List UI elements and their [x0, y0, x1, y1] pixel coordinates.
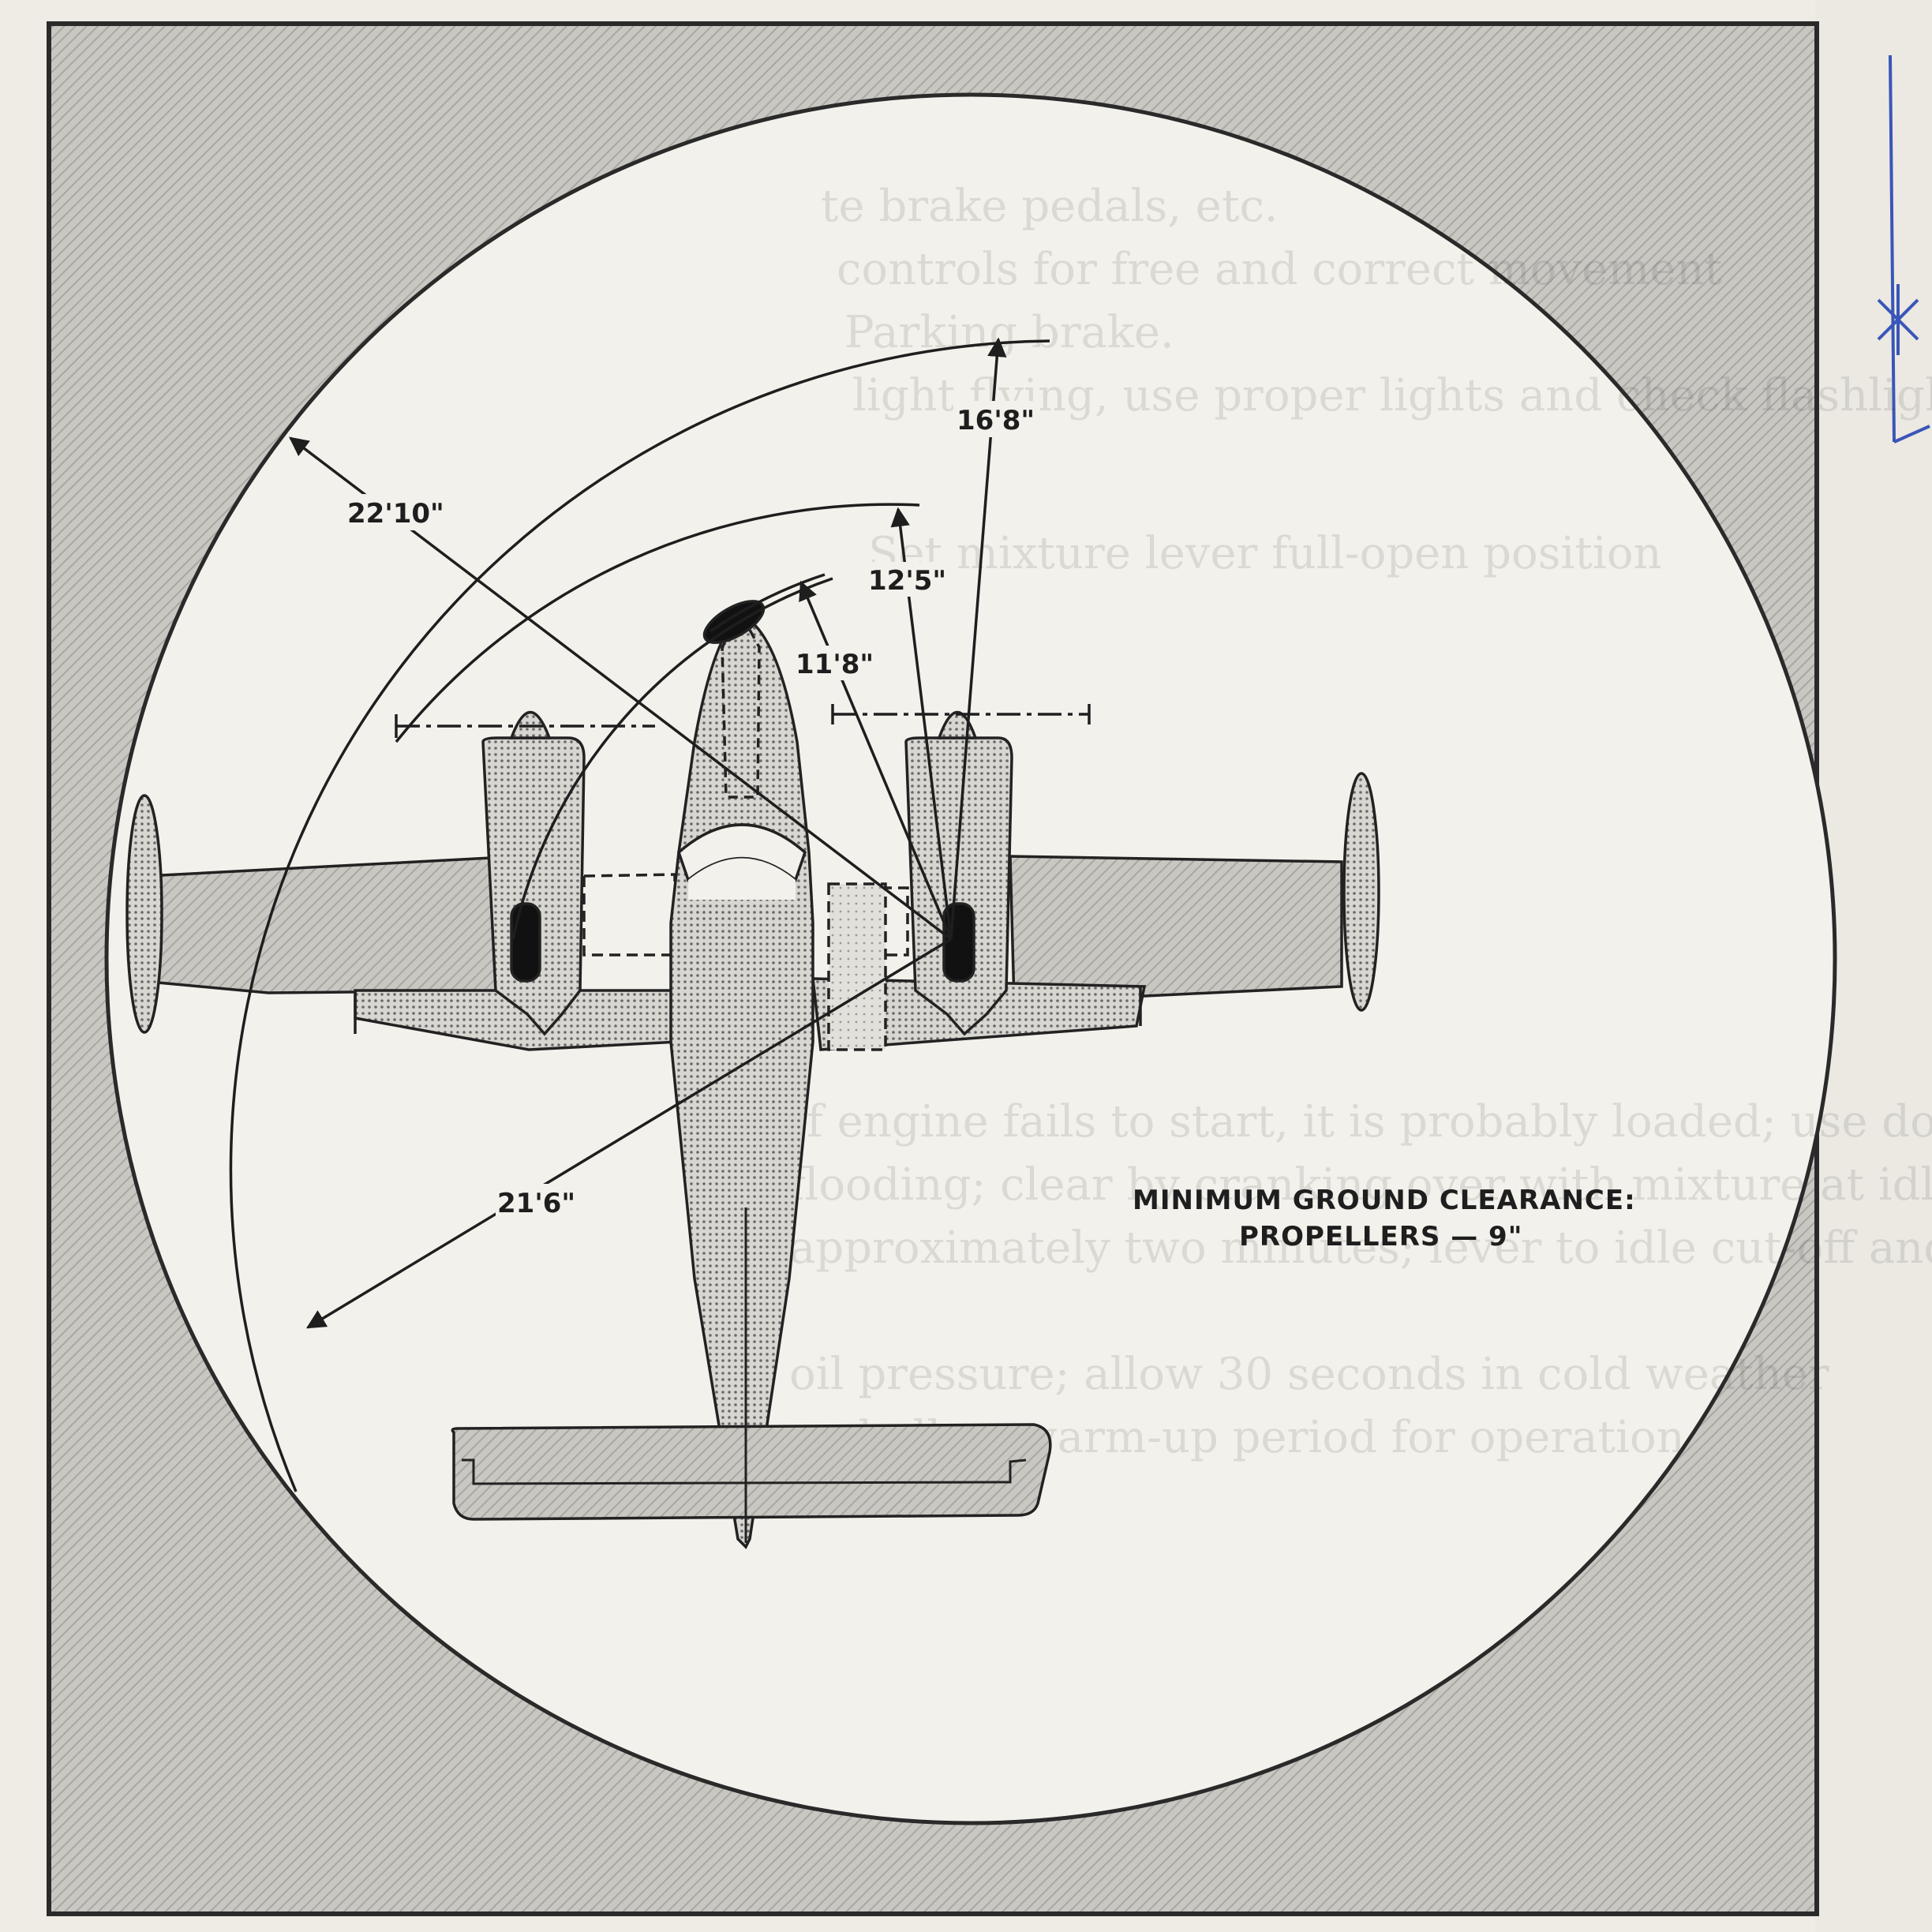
tail-dimension-line	[305, 938, 952, 1329]
nose-dimension-line	[949, 337, 1007, 940]
caption-line-2: PROPELLERS — 9"	[1239, 1221, 1522, 1252]
right-prop-arc	[511, 577, 833, 940]
svg-text:flooding; clear by cranking ov: flooding; clear by cranking over with mi…	[789, 1159, 1932, 1211]
svg-text:If engine fails to start, it i: If engine fails to start, it is probably…	[789, 1096, 1932, 1148]
nose-radius-label: 16'8"	[957, 405, 1035, 436]
nose-arc	[395, 503, 920, 743]
pen-mark	[1877, 54, 1930, 444]
right-prop-radius-label: 12'5"	[868, 565, 946, 597]
svg-text:oil pressure; allow 30 seconds: oil pressure; allow 30 seconds in cold w…	[789, 1349, 1829, 1400]
right-engine-nacelle	[904, 736, 1013, 1036]
wingtip-arc	[229, 339, 1050, 1492]
left-wing	[144, 855, 522, 994]
svg-text:Parking brake.: Parking brake.	[844, 307, 1174, 358]
left-engine-nacelle	[481, 736, 586, 1036]
right-wing	[1009, 855, 1343, 1004]
wingtip-radius-label: 22'10"	[347, 498, 444, 530]
tail-radius-label: 21'6"	[497, 1188, 575, 1219]
svg-text:controls for free and correct: controls for free and correct movement	[837, 244, 1723, 295]
nose-wheel	[702, 600, 766, 644]
left-tire	[510, 902, 541, 983]
svg-text:Set mixture lever full-open po: Set mixture lever full-open position	[868, 528, 1662, 579]
svg-text:approximately two minutes; lev: approximately two minutes; lever to idle…	[789, 1222, 1932, 1274]
turning-arcs	[229, 339, 1091, 1492]
horizontal-stabilizer	[451, 1423, 1052, 1521]
left-prop-dimension-line	[799, 580, 953, 940]
right-tip-tank	[1342, 772, 1380, 1012]
caption-line-1: MINIMUM GROUND CLEARANCE:	[1133, 1185, 1636, 1216]
left-prop-radius-label: 11'8"	[796, 649, 874, 680]
aircraft-top-view	[125, 600, 1380, 1549]
svg-text:te brake pedals, etc.: te brake pedals, etc.	[821, 181, 1279, 232]
baggage-door	[827, 882, 887, 1051]
left-tip-tank	[125, 794, 163, 1034]
bleed-through-text: te brake pedals, etc. controls for free …	[789, 181, 1932, 1463]
left-prop-arc	[710, 573, 826, 633]
